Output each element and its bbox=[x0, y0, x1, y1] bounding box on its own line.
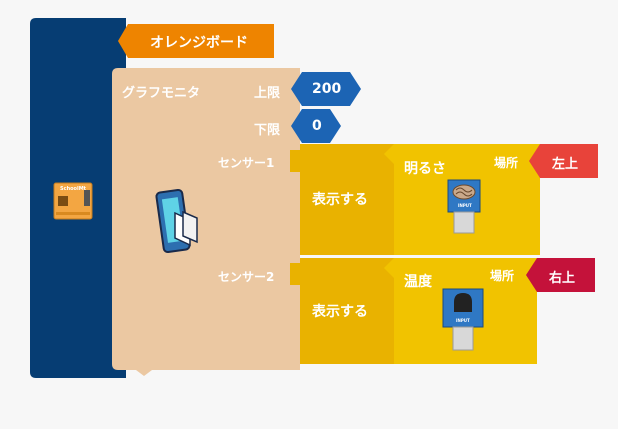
lower-limit-label: 下限 bbox=[254, 123, 281, 138]
location-badge-1-shape[interactable] bbox=[529, 144, 598, 178]
sensor-name-1: 明るさ bbox=[404, 161, 446, 177]
location-value-1[interactable]: 左上 bbox=[552, 157, 579, 172]
temperature-sensor-chip-text: INPUT bbox=[456, 318, 470, 323]
display-label-2: 表示する bbox=[312, 304, 368, 320]
location-badge-2-shape[interactable] bbox=[526, 258, 595, 292]
upper-limit-label: 上限 bbox=[254, 86, 281, 101]
graph-monitor-title: グラフモニタ bbox=[122, 86, 201, 101]
graph-monitor-block-shape[interactable] bbox=[112, 68, 300, 376]
upper-limit-value[interactable]: 200 bbox=[312, 81, 342, 97]
display-label-1: 表示する bbox=[312, 192, 368, 208]
smartphone-graph-icon bbox=[155, 189, 198, 253]
temperature-sensor-icon bbox=[442, 288, 484, 351]
sensor-slot-label-1: センサー1 bbox=[218, 156, 275, 170]
upper-limit-shape[interactable] bbox=[291, 72, 361, 106]
board-chip-text: SchoolMt bbox=[60, 186, 87, 192]
board-label-shape[interactable] bbox=[118, 24, 274, 58]
board-label: オレンジボード bbox=[150, 35, 248, 51]
sensor-name-2: 温度 bbox=[404, 274, 432, 290]
orange-board-icon bbox=[53, 182, 93, 220]
location-label-1: 場所 bbox=[494, 156, 519, 170]
lower-limit-shape[interactable] bbox=[291, 109, 341, 143]
location-value-2[interactable]: 右上 bbox=[549, 271, 576, 286]
location-label-2: 場所 bbox=[490, 269, 515, 283]
display-block-1-shape[interactable] bbox=[290, 144, 394, 255]
light-sensor-icon bbox=[447, 179, 481, 234]
light-sensor-chip-text: INPUT bbox=[458, 203, 472, 208]
lower-limit-value[interactable]: 0 bbox=[312, 118, 322, 134]
display-block-2-shape[interactable] bbox=[290, 258, 394, 364]
sensor-slot-label-2: センサー2 bbox=[218, 270, 275, 284]
